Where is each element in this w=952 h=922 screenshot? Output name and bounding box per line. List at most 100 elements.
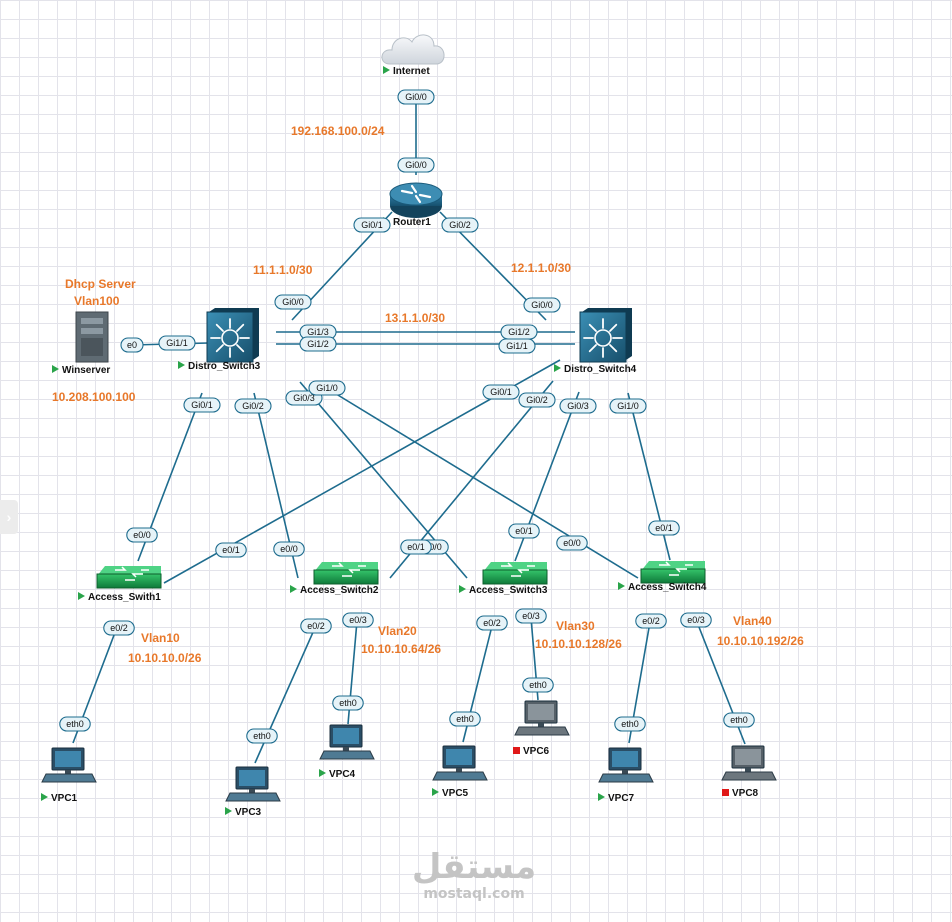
port-label[interactable]: e0/3	[515, 608, 547, 624]
svg-text:e0/0: e0/0	[424, 542, 442, 552]
svg-text:Gi1/2: Gi1/2	[307, 339, 329, 349]
port-label[interactable]: e0/1	[215, 542, 247, 558]
port-label[interactable]: e0/1	[400, 539, 432, 555]
port-label[interactable]: Gi0/2	[518, 392, 556, 408]
sidebar-toggle-button[interactable]: ›	[0, 500, 18, 534]
annotation-dhcp-ip[interactable]: 10.208.100.100	[52, 390, 136, 404]
port-label[interactable]: Gi1/0	[308, 380, 346, 396]
port-label[interactable]: eth0	[59, 716, 91, 732]
port-label[interactable]: Gi0/1	[482, 384, 520, 400]
running-status-icon	[598, 793, 605, 801]
svg-text:Gi0/2: Gi0/2	[242, 401, 264, 411]
svg-text:eth0: eth0	[253, 731, 271, 741]
port-label[interactable]: e0/3	[680, 612, 712, 628]
svg-text:e0/0: e0/0	[563, 538, 581, 548]
port-label[interactable]: e0/2	[300, 618, 332, 634]
svg-text:Gi0/2: Gi0/2	[449, 220, 471, 230]
node-access4[interactable]: Access_Switch4	[618, 561, 707, 593]
annotation-vlan40-net[interactable]: 10.10.10.192/26	[717, 634, 804, 648]
running-status-icon	[52, 365, 59, 373]
node-vpc1[interactable]: VPC1	[41, 747, 97, 804]
port-label[interactable]: eth0	[246, 728, 278, 744]
port-label[interactable]: e0/2	[103, 620, 135, 636]
svg-text:Gi0/0: Gi0/0	[405, 92, 427, 102]
node-vpc6[interactable]: VPC6	[513, 700, 570, 757]
port-label[interactable]: eth0	[522, 677, 554, 693]
annotation-vlan40[interactable]: Vlan40	[733, 614, 772, 628]
port-label[interactable]: Gi0/3	[559, 398, 597, 414]
port-label[interactable]: eth0	[614, 716, 646, 732]
annotation-vlan30[interactable]: Vlan30	[556, 619, 595, 633]
annotation-dhcp-title[interactable]: Dhcp Server	[65, 277, 136, 291]
node-vpc7[interactable]: VPC7	[598, 747, 654, 804]
port-label[interactable]: Gi0/1	[183, 397, 221, 413]
node-access2[interactable]: Access_Switch2	[290, 562, 379, 596]
running-status-icon	[319, 769, 326, 777]
node-distro4[interactable]: Distro_Switch4	[554, 308, 637, 375]
port-label[interactable]: e0/1	[648, 520, 680, 536]
port-label[interactable]: e0/2	[635, 613, 667, 629]
svg-text:Gi0/0: Gi0/0	[282, 297, 304, 307]
annotation-vlan10[interactable]: Vlan10	[141, 631, 180, 645]
annotation-vlan10-net[interactable]: 10.10.10.0/26	[128, 651, 202, 665]
svg-text:e0/0: e0/0	[280, 544, 298, 554]
router-icon	[389, 182, 443, 218]
node-vpc3[interactable]: VPC3	[225, 766, 281, 818]
node-internet[interactable]: Internet	[381, 34, 445, 77]
port-label[interactable]: e0/0	[273, 541, 305, 557]
port-label[interactable]: Gi0/2	[441, 217, 479, 233]
node-label: Internet	[393, 66, 430, 77]
pc-icon	[514, 700, 570, 736]
port-label[interactable]: Gi0/0	[274, 294, 312, 310]
link-distro3-access4[interactable]	[327, 388, 639, 579]
annotation-dhcp-vlan[interactable]: Vlan100	[74, 294, 120, 308]
port-label[interactable]: e0/2	[476, 615, 508, 631]
node-access1[interactable]: Access_Swith1	[78, 566, 162, 603]
port-label[interactable]: e0/0	[556, 535, 588, 551]
annotation-vlan20[interactable]: Vlan20	[378, 624, 417, 638]
node-winserver[interactable]: Winserver	[52, 311, 110, 376]
node-vpc5[interactable]: VPC5	[432, 745, 488, 799]
node-vpc8[interactable]: VPC8	[721, 745, 777, 799]
annotation-net-internet[interactable]: 192.168.100.0/24	[291, 124, 385, 138]
port-label[interactable]: Gi0/1	[353, 217, 391, 233]
annotations-layer: 192.168.100.0/24 11.1.1.0/30 12.1.1.0/30 13…	[52, 124, 804, 665]
annotation-net-r1-d3[interactable]: 11.1.1.0/30	[253, 263, 313, 277]
svg-text:Gi0/3: Gi0/3	[293, 393, 315, 403]
svg-text:eth0: eth0	[529, 680, 547, 690]
port-label[interactable]: eth0	[449, 711, 481, 727]
port-label[interactable]: e0	[120, 337, 144, 353]
port-label[interactable]: Gi0/0	[397, 157, 435, 173]
port-label[interactable]: Gi1/1	[498, 338, 536, 354]
chevron-right-icon: ›	[6, 509, 12, 525]
port-label[interactable]: e0/0	[126, 527, 158, 543]
port-label[interactable]: eth0	[332, 695, 364, 711]
pc-icon	[41, 747, 97, 783]
annotation-net-r1-d4[interactable]: 12.1.1.0/30	[511, 261, 571, 275]
svg-text:Gi1/0: Gi1/0	[316, 383, 338, 393]
port-label[interactable]: Gi1/0	[609, 398, 647, 414]
port-label[interactable]: Gi0/0	[523, 297, 561, 313]
svg-text:Gi0/3: Gi0/3	[567, 401, 589, 411]
port-label[interactable]: Gi0/2	[234, 398, 272, 414]
running-status-icon	[178, 361, 185, 369]
port-label[interactable]: eth0	[723, 712, 755, 728]
annotation-vlan20-net[interactable]: 10.10.10.64/26	[361, 642, 441, 656]
port-label[interactable]: e0/3	[342, 612, 374, 628]
port-label[interactable]: Gi1/2	[500, 324, 538, 340]
annotation-net-d3-d4[interactable]: 13.1.1.0/30	[385, 311, 445, 325]
node-distro3[interactable]: Distro_Switch3	[178, 308, 261, 372]
node-access3[interactable]: Access_Switch3	[459, 562, 548, 596]
server-icon	[75, 311, 109, 363]
port-label[interactable]: Gi1/2	[299, 336, 337, 352]
svg-text:e0/1: e0/1	[655, 523, 673, 533]
svg-text:Gi1/3: Gi1/3	[307, 327, 329, 337]
port-label[interactable]: Gi1/1	[158, 335, 196, 351]
port-label[interactable]: e0/1	[508, 523, 540, 539]
annotation-vlan30-net[interactable]: 10.10.10.128/26	[535, 637, 622, 651]
pc-icon	[319, 724, 375, 760]
port-label[interactable]: Gi0/0	[397, 89, 435, 105]
svg-text:e0/1: e0/1	[515, 526, 533, 536]
node-vpc4[interactable]: VPC4	[319, 724, 375, 780]
node-router1[interactable]: Router1	[383, 182, 443, 228]
